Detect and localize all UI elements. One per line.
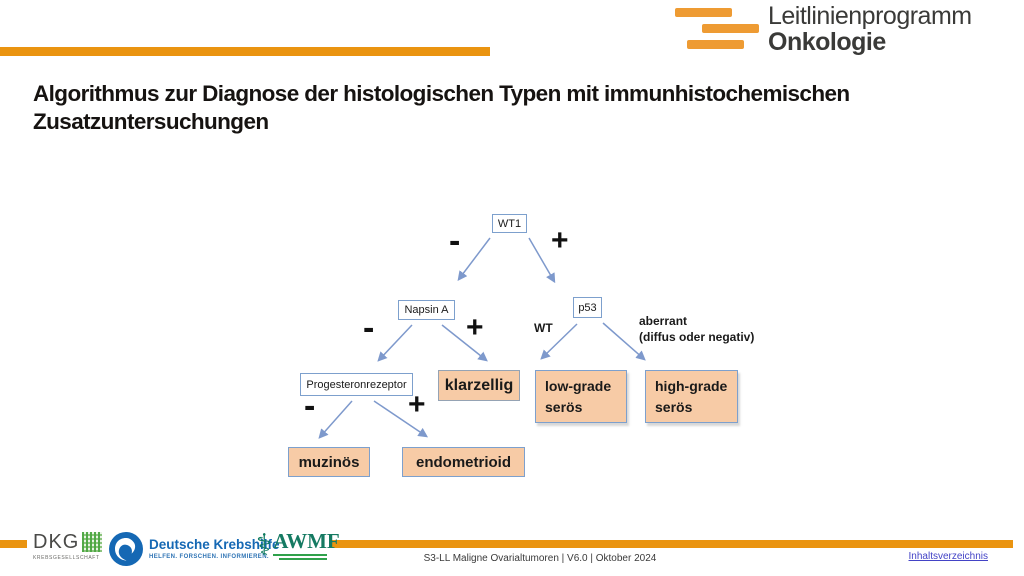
node-low-grade-seroes: low-grade serös <box>535 370 627 423</box>
logo-bar-icon <box>687 40 744 49</box>
dkg-logo-subtitle: KREBSGESELLSCHAFT <box>33 555 100 561</box>
node-p53: p53 <box>573 297 602 318</box>
dkg-pixel-square-icon <box>82 532 103 552</box>
krebshilfe-logo-tagline: HELFEN. FORSCHEN. INFORMIEREN. <box>149 554 270 561</box>
page-title: Algorithmus zur Diagnose der histologisc… <box>33 81 850 134</box>
edge-label-napsin-positive: + <box>466 311 484 344</box>
awmf-logo: ⚕ AWMF <box>256 531 340 561</box>
bottom-orange-rule-right <box>332 540 1013 548</box>
logo-bar-icon <box>675 8 732 17</box>
arrow-p53-to-high-grade <box>602 322 646 361</box>
logo-line2: Onkologie <box>768 27 886 56</box>
arrow-prog-to-muzinoes <box>318 400 353 439</box>
leitlinienprogramm-logo: Leitlinienprogramm Onkologie <box>670 2 1020 60</box>
arrow-napsin-to-progesteronrezeptor <box>377 324 413 362</box>
edge-label-napsin-negative: - <box>363 309 375 347</box>
edge-label-p53-aberrant: aberrant (diffus oder negativ) <box>639 314 755 345</box>
edge-label-wt1-negative: - <box>449 222 461 260</box>
top-orange-rule <box>0 47 490 56</box>
node-progesteronrezeptor: Progesteronrezeptor <box>300 373 413 396</box>
node-klarzellig: klarzellig <box>438 370 520 401</box>
arrow-wt1-to-napsin <box>457 237 491 281</box>
awmf-underline <box>273 554 328 556</box>
logo-text: Leitlinienprogramm Onkologie <box>768 2 972 56</box>
edge-label-prog-positive: + <box>408 388 426 421</box>
krebshilfe-logo-text: Deutsche Krebshilfe <box>149 536 280 552</box>
krebshilfe-swirl-icon <box>109 532 143 566</box>
awmf-underline <box>279 558 328 560</box>
dkg-logo-text: DKG <box>33 531 80 553</box>
edge-label-p53-wildtype: WT <box>534 321 553 335</box>
aesculapius-staff-icon: ⚕ <box>256 529 273 562</box>
document-info: S3-LL Maligne Ovarialtumoren | V6.0 | Ok… <box>423 553 657 564</box>
logo-bar-icon <box>702 24 759 33</box>
dkg-logo: DKG KREBSGESELLSCHAFT <box>33 532 128 561</box>
node-endometrioid: endometrioid <box>402 447 525 477</box>
deutsche-krebshilfe-logo: Deutsche Krebshilfe HELFEN. FORSCHEN. IN… <box>108 531 280 567</box>
edge-label-wt1-positive: + <box>551 224 569 257</box>
node-muzinoes: muzinös <box>288 447 370 477</box>
node-napsin-a: Napsin A <box>398 300 455 320</box>
edge-label-prog-negative: - <box>304 387 316 425</box>
node-high-grade-seroes: high-grade serös <box>645 370 738 423</box>
table-of-contents-link[interactable]: Inhaltsverzeichnis <box>908 551 988 562</box>
logo-line1: Leitlinienprogramm <box>768 2 972 30</box>
node-wt1: WT1 <box>492 214 527 233</box>
bottom-orange-rule-left <box>0 540 27 548</box>
awmf-logo-text: AWMF <box>273 529 340 553</box>
